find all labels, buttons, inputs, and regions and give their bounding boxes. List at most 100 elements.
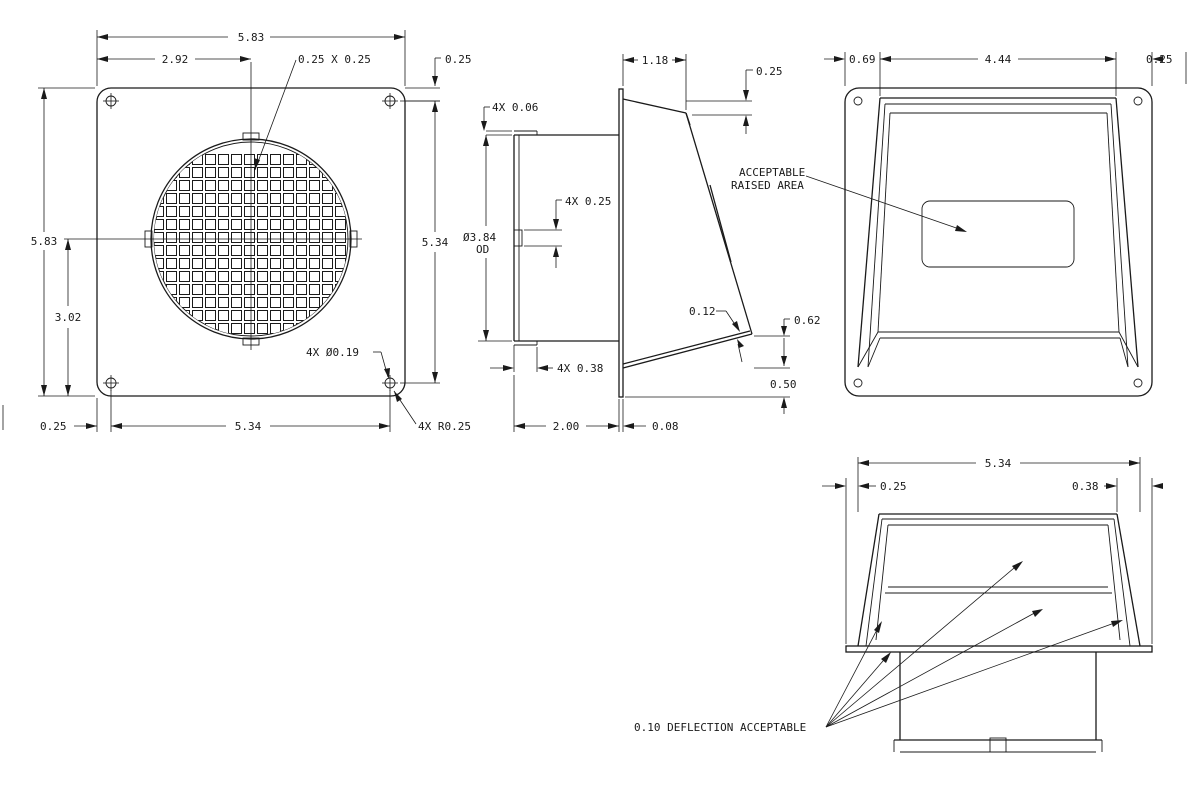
grille-cell <box>218 271 229 282</box>
grille-cell <box>244 232 255 243</box>
grille-cell <box>179 310 190 321</box>
front-view: 5.83 2.92 0.25 X 0.25 0.25 5.83 3.02 <box>2 30 472 433</box>
mounting-hole-bottom-left <box>103 375 119 391</box>
grille-cell <box>218 154 229 165</box>
front-overall-height: 5.83 <box>31 235 58 248</box>
grille-cell <box>218 323 229 334</box>
grille-cell <box>166 180 177 191</box>
grille-cell <box>257 232 268 243</box>
grille-cell <box>309 206 320 217</box>
bottom-view: 0.10 DEFLECTION ACCEPTABLE 5.34 0.25 0.3… <box>634 457 1163 753</box>
grille-cell <box>192 297 203 308</box>
grille-cell <box>166 271 177 282</box>
grille-cell <box>309 180 320 191</box>
grille-cell <box>322 258 333 269</box>
grille-cell <box>296 206 307 217</box>
grille-cell <box>335 297 346 308</box>
top-plate-outline <box>844 87 1153 397</box>
grille-cell <box>244 284 255 295</box>
grille-cell <box>283 284 294 295</box>
grille-cell <box>205 310 216 321</box>
grille-cell <box>205 167 216 178</box>
grille-cell <box>270 258 281 269</box>
grille-cell <box>270 193 281 204</box>
grille-cell <box>270 284 281 295</box>
duct-od-label: OD <box>476 243 489 256</box>
grille-cell <box>322 206 333 217</box>
grille-cell <box>154 232 164 243</box>
grille-cell <box>335 167 346 178</box>
grille-cell <box>322 271 333 282</box>
grille-cell <box>231 154 242 165</box>
grille-cell <box>179 271 190 282</box>
grille-cell <box>296 258 307 269</box>
grille-cell <box>205 154 216 165</box>
grille-cell <box>192 245 203 256</box>
grille-cell <box>192 167 203 178</box>
front-half-width: 2.92 <box>162 53 189 66</box>
damper-gap: 0.62 <box>794 314 821 327</box>
grille-cell <box>335 232 346 243</box>
grille-cell <box>166 193 177 204</box>
grille-cell <box>322 284 333 295</box>
plate-thickness: 0.08 <box>652 420 679 433</box>
grille-cell <box>283 167 294 178</box>
grid-opening-note: 0.25 X 0.25 <box>298 53 371 66</box>
grille-cell <box>218 245 229 256</box>
grille-cell <box>244 193 255 204</box>
grille-cell <box>296 219 307 230</box>
grille-cell <box>179 232 190 243</box>
grille-cell <box>257 180 268 191</box>
hood-depth: 1.18 <box>642 54 669 67</box>
grille-cell <box>270 154 281 165</box>
grille-cell <box>257 310 268 321</box>
grille-cell <box>179 180 190 191</box>
bottom-offset: 0.50 <box>770 378 797 391</box>
grille-cell <box>296 310 307 321</box>
grille-cell <box>218 219 229 230</box>
duct-body <box>513 130 619 346</box>
grille-cell <box>257 219 268 230</box>
raised-area-box <box>921 200 1075 268</box>
grille-cell <box>270 167 281 178</box>
grille-cell <box>218 310 229 321</box>
grille-cell <box>283 310 294 321</box>
side-view: 1.18 0.25 4X 0.06 Ø3.84 OD 4X 0.25 <box>463 54 821 433</box>
raised-area-line2: RAISED AREA <box>731 179 804 192</box>
mounting-plate-edge <box>618 88 624 398</box>
grille-cell <box>296 193 307 204</box>
grille-cell <box>283 297 294 308</box>
grille-cell <box>296 232 307 243</box>
grille-cell <box>257 297 268 308</box>
grille-cell <box>205 193 216 204</box>
top-opening-width: 4.44 <box>985 53 1012 66</box>
grille-cell <box>244 323 255 334</box>
damper-thickness: 0.12 <box>689 305 716 318</box>
front-overall-width: 5.83 <box>238 31 265 44</box>
grille-cell <box>283 193 294 204</box>
grille-cell <box>205 232 216 243</box>
grille-cell <box>166 167 177 178</box>
grille-cell <box>154 297 164 308</box>
grille-cell <box>179 323 190 334</box>
grille-cell <box>296 284 307 295</box>
grille-cell <box>205 219 216 230</box>
grille-cell <box>179 193 190 204</box>
grille-cell <box>270 206 281 217</box>
bottom-right-margin: 0.38 <box>1072 480 1099 493</box>
grille-cell <box>205 258 216 269</box>
grille-cell <box>309 323 320 334</box>
grille-cell <box>205 297 216 308</box>
grille-cell <box>231 310 242 321</box>
bottom-flange <box>845 645 1153 653</box>
grille-cell <box>231 180 242 191</box>
mounting-hole-top-right <box>382 93 398 109</box>
grille-cell <box>192 310 203 321</box>
grille-cell <box>283 154 294 165</box>
top-hole-tl <box>853 96 863 106</box>
grille-cell <box>335 245 346 256</box>
grille-cell <box>270 271 281 282</box>
grille-cell <box>257 193 268 204</box>
grille-cell <box>192 284 203 295</box>
